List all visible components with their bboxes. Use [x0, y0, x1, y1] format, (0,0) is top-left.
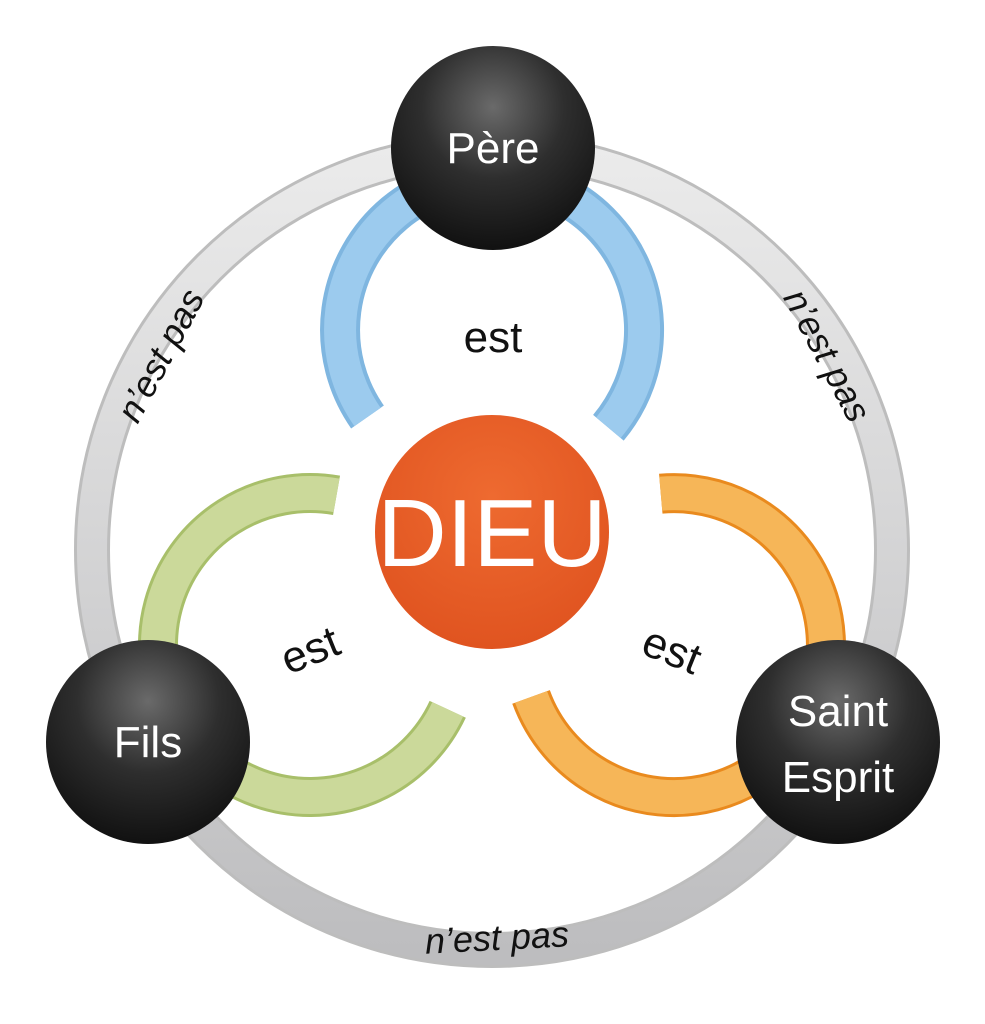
node-pere: Père — [391, 46, 595, 250]
nest-pas-bottom: n’est pas — [424, 913, 570, 961]
fils-label: Fils — [114, 718, 182, 767]
esprit-label: Esprit — [782, 753, 894, 802]
est-label-top: est — [464, 313, 523, 362]
pere-label: Père — [447, 124, 540, 173]
node-saint-esprit: Saint Esprit — [736, 640, 940, 844]
est-label-left: est — [274, 617, 347, 684]
est-label-right: est — [635, 617, 708, 684]
saint-label: Saint — [788, 687, 888, 736]
node-fils: Fils — [46, 640, 250, 844]
dieu-label: DIEU — [377, 480, 606, 587]
dieu-node: DIEU — [375, 415, 609, 649]
